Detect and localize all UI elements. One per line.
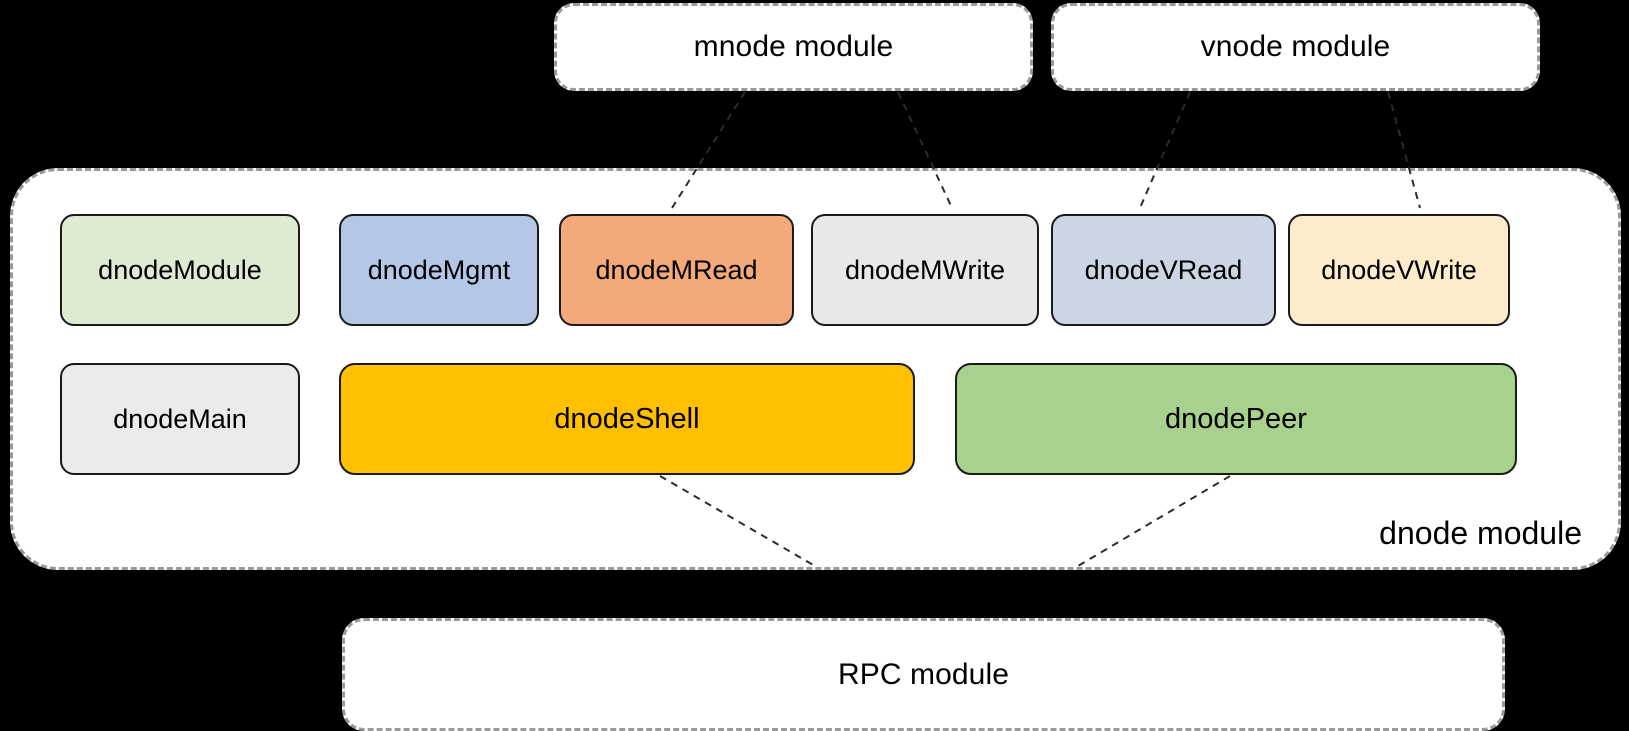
chip-dnode-mgmt-label: dnodeMgmt [367, 254, 511, 285]
chip-dnode-vwrite-label: dnodeVWrite [1321, 254, 1477, 285]
chip-dnode-main[interactable]: dnodeMain [60, 363, 300, 475]
vnode-module-container: vnode module [1051, 3, 1540, 91]
chip-dnode-vread[interactable]: dnodeVRead [1051, 214, 1276, 326]
dnode-module-container: dnodeModule dnodeMgmt dnodeMRead dnodeMW… [10, 168, 1621, 570]
chip-dnode-peer-label: dnodePeer [1165, 402, 1307, 435]
chip-dnode-module[interactable]: dnodeModule [60, 214, 300, 326]
rpc-module-container: RPC module [342, 618, 1505, 731]
chip-dnode-main-label: dnodeMain [113, 403, 247, 434]
chip-dnode-vwrite[interactable]: dnodeVWrite [1288, 214, 1510, 326]
rpc-module-label: RPC module [837, 657, 1010, 691]
mnode-module-container: mnode module [554, 3, 1033, 91]
chip-dnode-module-label: dnodeModule [98, 254, 262, 285]
chip-dnode-mread-label: dnodeMRead [595, 254, 758, 285]
chip-dnode-mgmt[interactable]: dnodeMgmt [339, 214, 539, 326]
chip-dnode-mwrite-label: dnodeMWrite [844, 254, 1006, 285]
chip-dnode-peer[interactable]: dnodePeer [955, 363, 1517, 475]
chip-dnode-mread[interactable]: dnodeMRead [559, 214, 794, 326]
chip-dnode-shell-label: dnodeShell [554, 402, 700, 435]
mnode-module-label: mnode module [693, 30, 894, 63]
chip-dnode-vread-label: dnodeVRead [1084, 254, 1243, 285]
chip-dnode-shell[interactable]: dnodeShell [339, 363, 915, 475]
vnode-module-label: vnode module [1200, 30, 1391, 63]
chip-dnode-mwrite[interactable]: dnodeMWrite [811, 214, 1039, 326]
dnode-module-label: dnode module [1379, 515, 1582, 551]
